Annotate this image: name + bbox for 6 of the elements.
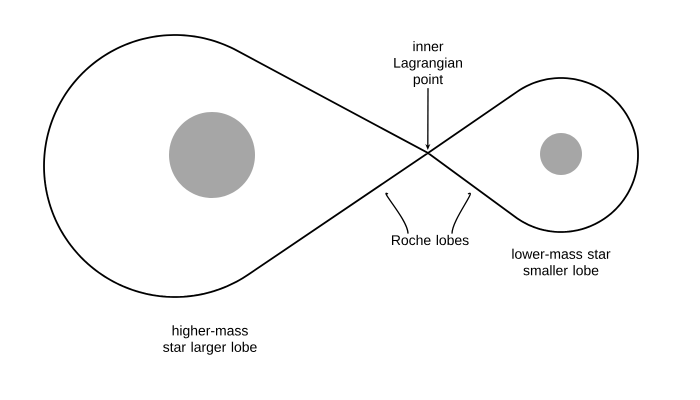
leader-line: [386, 192, 409, 234]
leader-line: [451, 192, 471, 234]
caption-text: lower-mass star smaller lobe: [512, 248, 610, 276]
caption-text: higher-mass star larger lobe: [163, 325, 257, 355]
annotation-text: inner Lagrangian point: [394, 41, 462, 87]
annotation-text: Roche lobes: [392, 234, 469, 246]
